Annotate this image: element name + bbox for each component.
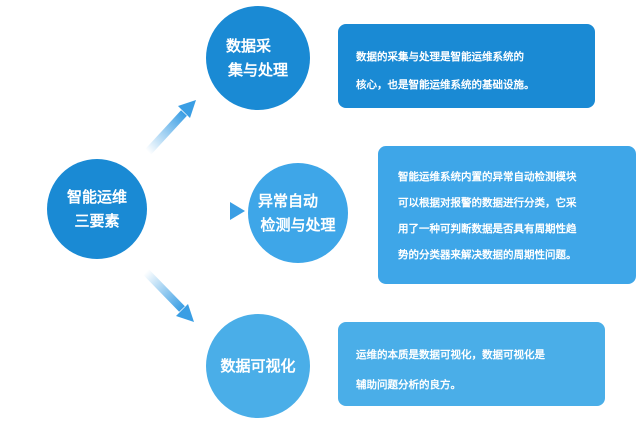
data-collection-node-circle: 数据采 集与处理 [206, 6, 310, 110]
center-node-circle: 智能运维 三要素 [47, 159, 147, 259]
description-line: 运维的本质是数据可视化，数据可视化是 [356, 349, 545, 361]
center-node-line-1: 智能运维 [66, 188, 127, 206]
arrow-to-visualization [143, 269, 194, 322]
description-line: 势的分类器来解决数据的周期性问题。 [398, 249, 577, 261]
visualization-description-box: 运维的本质是数据可视化，数据可视化是 辅助问题分析的良方。 [338, 322, 605, 406]
anomaly-detection-node-circle: 异常自动 检测与处理 [248, 163, 348, 263]
center-node-line-2: 三要素 [74, 212, 120, 230]
anomaly-detection-line-1: 异常自动 [258, 192, 319, 210]
arrow-to-data-collection [145, 100, 196, 155]
description-line: 核心，也是智能运维系统的基础设施。 [356, 79, 535, 91]
description-line: 数据的采集与处理是智能运维系统的 [356, 51, 524, 63]
data-collection-line-2: 集与处理 [227, 61, 288, 79]
arrow-to-anomaly-detection [170, 202, 245, 220]
data-collection-description-box: 数据的采集与处理是智能运维系统的 核心，也是智能运维系统的基础设施。 [338, 24, 595, 108]
data-collection-line-1: 数据采 [226, 37, 272, 55]
description-line: 用了一种可判断数据是否具有周期性趋 [398, 223, 577, 235]
anomaly-detection-line-2: 检测与处理 [260, 216, 336, 234]
anomaly-detection-description-box: 智能运维系统内置的异常自动检测模块 可以根据对报警的数据进行分类，它采 用了一种… [378, 146, 636, 284]
visualization-node-circle: 数据可视化 [206, 314, 310, 418]
description-line: 辅助问题分析的良方。 [356, 379, 461, 391]
visualization-line-1: 数据可视化 [220, 357, 296, 375]
description-line: 可以根据对报警的数据进行分类，它采 [398, 197, 577, 209]
description-line: 智能运维系统内置的异常自动检测模块 [398, 171, 577, 183]
